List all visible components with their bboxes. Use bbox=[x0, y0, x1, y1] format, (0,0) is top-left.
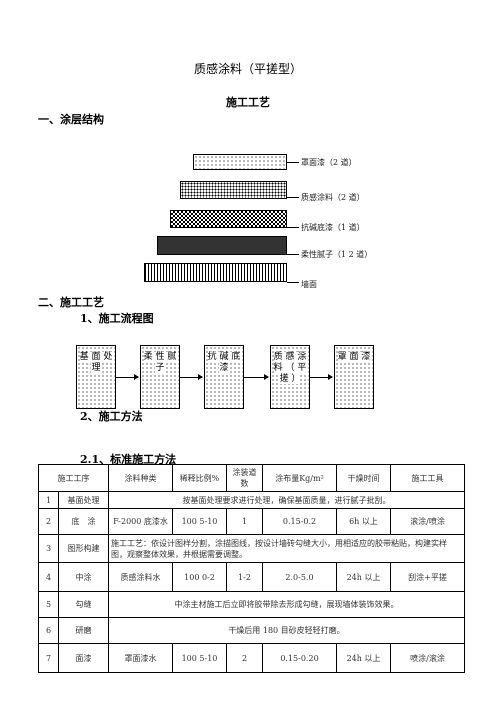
row-number: 7 bbox=[38, 643, 59, 673]
flow-arrow bbox=[244, 374, 269, 380]
layer-label-alkali-primer: 抗碱底漆（1 道） bbox=[301, 223, 365, 232]
row-step: 图形构建 bbox=[58, 534, 109, 563]
document-title: 质感涂料（平搓型） bbox=[193, 62, 302, 76]
leader-line bbox=[287, 197, 299, 198]
heading-flowchart: 1、施工流程图 bbox=[80, 312, 154, 325]
table-header-row: 施工工序 涂料种类 稀释比例% 涂装道数 涂布量Kg/m² 干燥时间 施工工具 bbox=[38, 464, 465, 492]
row-type: F-2000 底漆水 bbox=[108, 508, 173, 535]
heading-process: 二、施工工艺 bbox=[38, 296, 104, 309]
header-step: 施工工序 bbox=[38, 464, 109, 492]
row-tool: 喷涂/滚涂 bbox=[390, 643, 465, 673]
heading-coating-structure: 一、涂层结构 bbox=[38, 113, 104, 126]
row-step: 面漆 bbox=[58, 643, 109, 673]
row-number: 3 bbox=[38, 534, 59, 563]
row-description: 按基面处理要求进行处理，确保基面质量，进行腻子批刮。 bbox=[108, 491, 465, 509]
layer-label-topcoat: 罩面漆（2 道） bbox=[301, 158, 357, 167]
row-type: 质感涂料水 bbox=[108, 562, 173, 592]
leader-line bbox=[287, 282, 299, 283]
layer-topcoat bbox=[193, 154, 287, 170]
row-number: 6 bbox=[38, 617, 59, 644]
table-row: 2 底 涂 F-2000 底漆水 100 5-10 1 0.15-0.2 6h … bbox=[38, 508, 465, 535]
row-step: 研磨 bbox=[58, 617, 109, 644]
table-row: 3 图形构建 施工工艺：依设计图样分割，涂描图线，按设计墙砖勾缝大小，用相适应的… bbox=[38, 534, 465, 563]
row-amount: 2.0-5.0 bbox=[262, 562, 337, 592]
row-coats: 1 bbox=[226, 508, 263, 535]
header-dilution: 稀释比例% bbox=[172, 464, 227, 492]
row-amount: 0.15-0.2 bbox=[262, 508, 337, 535]
layer-label-texture-paint: 质感涂料（2 道） bbox=[301, 193, 365, 202]
leader-line bbox=[287, 227, 299, 228]
row-number: 4 bbox=[38, 562, 59, 592]
row-dilution: 100 0-2 bbox=[172, 562, 227, 592]
row-description: 施工工艺：依设计图样分割，涂描图线，按设计墙砖勾缝大小，用相适应的胶带粘贴，构建… bbox=[108, 534, 465, 563]
flow-step-topcoat: 罩 面 漆 bbox=[334, 345, 374, 409]
row-dry: 24h 以上 bbox=[336, 643, 391, 673]
table-row: 4 中涂 质感涂料水 100 0-2 1-2 2.0-5.0 24h 以上 刮涂… bbox=[38, 562, 465, 592]
table-row: 5 勾缝 中涂主材施工后立即将胶带除去形成勾缝，展现墙体装饰效果。 bbox=[38, 591, 465, 618]
layer-wall bbox=[144, 263, 287, 282]
layer-label-wall: 墙面 bbox=[301, 280, 317, 289]
row-coats: 2 bbox=[226, 643, 263, 673]
flow-arrow bbox=[180, 374, 203, 380]
row-dilution: 100 5-10 bbox=[172, 508, 227, 535]
row-tool: 刮涂+平搓 bbox=[390, 562, 465, 592]
flow-arrow bbox=[310, 374, 333, 380]
table-row: 7 面漆 罩面漆水 100 5-10 2 0.15-0.20 24h 以上 喷涂… bbox=[38, 643, 465, 673]
flow-step-texture: 质 感 涂 料 （ 平 搓 ） bbox=[270, 345, 310, 409]
table-row: 1 基面处理 按基面处理要求进行处理，确保基面质量，进行腻子批刮。 bbox=[38, 491, 465, 509]
row-description: 干燥后用 180 目砂皮轻轻打磨。 bbox=[108, 617, 465, 644]
header-tool: 施工工具 bbox=[390, 464, 465, 492]
row-number: 1 bbox=[38, 491, 59, 509]
row-step: 基面处理 bbox=[58, 491, 109, 509]
row-tool: 滚涂/喷涂 bbox=[390, 508, 465, 535]
row-dry: 24h 以上 bbox=[336, 562, 391, 592]
row-step: 勾缝 bbox=[58, 591, 109, 618]
layer-alkali-primer bbox=[170, 210, 287, 228]
section-title: 施工工艺 bbox=[226, 96, 270, 109]
flow-step-putty: 柔 性 腻 子 bbox=[140, 345, 180, 409]
table-row: 6 研磨 干燥后用 180 目砂皮轻轻打磨。 bbox=[38, 617, 465, 644]
layer-flexible-putty bbox=[157, 236, 287, 255]
header-amount: 涂布量Kg/m² bbox=[262, 464, 337, 492]
layer-label-flexible-putty: 柔性腻子（1 2 道） bbox=[301, 250, 373, 259]
leader-line bbox=[287, 162, 299, 163]
layer-texture-paint bbox=[180, 181, 287, 199]
row-number: 5 bbox=[38, 591, 59, 618]
flow-arrow bbox=[116, 374, 139, 380]
row-coats: 1-2 bbox=[226, 562, 263, 592]
process-table: 施工工序 涂料种类 稀释比例% 涂装道数 涂布量Kg/m² 干燥时间 施工工具 … bbox=[38, 464, 465, 673]
row-step: 中涂 bbox=[58, 562, 109, 592]
leader-line bbox=[287, 254, 299, 255]
header-type: 涂料种类 bbox=[108, 464, 173, 492]
row-amount: 0.15-0.20 bbox=[262, 643, 337, 673]
row-type: 罩面漆水 bbox=[108, 643, 173, 673]
flow-step-primer: 抗 碱 底 漆 bbox=[204, 345, 244, 409]
row-dry: 6h 以上 bbox=[336, 508, 391, 535]
row-description: 中涂主材施工后立即将胶带除去形成勾缝，展现墙体装饰效果。 bbox=[108, 591, 465, 618]
header-coats: 涂装道数 bbox=[226, 464, 263, 492]
heading-standard-method: 2.1、标准施工方法 bbox=[80, 453, 177, 466]
header-dry: 干燥时间 bbox=[336, 464, 391, 492]
heading-method: 2、施工方法 bbox=[80, 410, 143, 423]
row-dilution: 100 5-10 bbox=[172, 643, 227, 673]
row-number: 2 bbox=[38, 508, 59, 535]
row-step: 底 涂 bbox=[58, 508, 109, 535]
flow-step-base: 基 面 处 理 bbox=[76, 345, 116, 409]
